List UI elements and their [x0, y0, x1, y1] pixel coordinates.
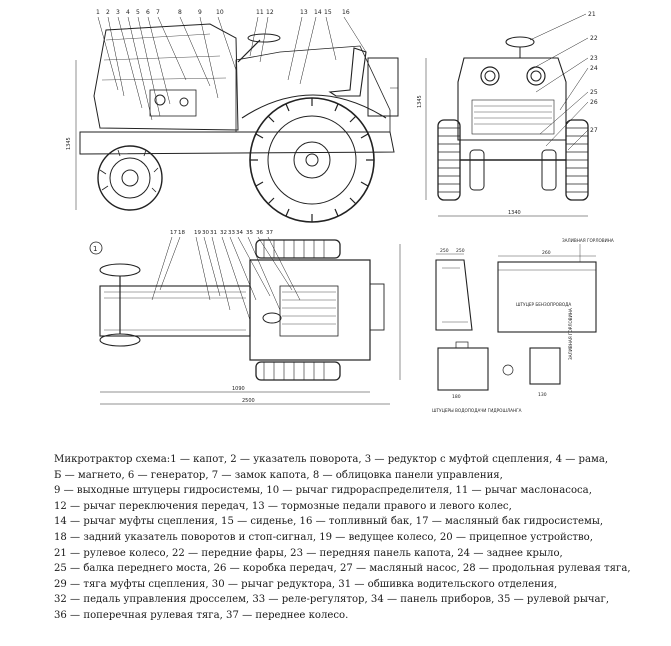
side-leaders — [97, 16, 367, 121]
tank-dim-e: 130 — [538, 392, 547, 398]
callout-6: 6 — [146, 9, 150, 16]
legend-line: 21 — рулевое колесо, 22 — передние фары,… — [54, 547, 563, 559]
callout-11: 11 — [256, 9, 264, 16]
tank-side — [435, 259, 473, 331]
tractor-diagram: 1 2 3 4 5 6 7 8 9 10 11 12 13 14 15 16 — [60, 0, 620, 446]
top-view: 1 17 18 19 30 31 32 33 34 35 36 37 — [89, 230, 401, 405]
callout-5: 5 — [136, 9, 140, 16]
tank-label-fitting: ШТУЦЕР БЕНЗОПРОВОДА — [516, 302, 571, 307]
callout-21: 21 — [588, 11, 596, 18]
tank-label-filler: ЗАЛИВНАЯ ГОРЛОВИНА — [562, 238, 614, 243]
tank-dim-c: 260 — [542, 250, 551, 256]
callout-32: 32 — [220, 230, 227, 236]
legend: Микротрактор схема:1 — капот, 2 — указат… — [54, 452, 654, 624]
top-body — [249, 259, 371, 361]
legend-line: 32 — педаль управления дросселем, 33 — р… — [54, 594, 610, 606]
dim-front-width: 1340 — [508, 210, 521, 216]
callout-27: 27 — [590, 127, 598, 134]
top-callouts: 17 18 19 30 31 32 33 34 35 36 37 — [170, 230, 273, 236]
callout-31: 31 — [210, 230, 217, 236]
callout-8: 8 — [178, 9, 182, 16]
callout-25: 25 — [590, 89, 598, 96]
legend-line: 29 — тяга муфты сцепления, 30 — рычаг ре… — [54, 578, 558, 590]
front-callouts: 21 22 23 24 25 26 27 — [588, 11, 598, 134]
dim-total-length: 2500 — [242, 398, 255, 404]
tank-label-hydro: ШТУЦЕРЫ ВОДОПОДАЧИ ГИДРОШЛАНГА — [432, 408, 522, 413]
callout-34: 34 — [236, 230, 243, 236]
legend-line: 9 — выходные штуцеры гидросистемы, 10 — … — [54, 485, 592, 497]
callout-1: 1 — [96, 9, 100, 16]
callout-10: 10 — [216, 9, 224, 16]
callout-14: 14 — [314, 9, 322, 16]
callout-16: 16 — [342, 9, 350, 16]
oil-tank-front — [529, 347, 561, 385]
side-view: 1 2 3 4 5 6 7 8 9 10 11 12 13 14 15 16 — [66, 9, 399, 223]
front-hood — [457, 57, 567, 141]
callout-3: 3 — [116, 9, 120, 16]
callout-9: 9 — [198, 9, 202, 16]
dim-track: 1090 — [232, 386, 245, 392]
top-hood — [99, 285, 251, 337]
callout-37: 37 — [266, 230, 273, 236]
legend-line: 36 — поперечная рулевая тяга, 37 — перед… — [54, 609, 349, 621]
callout-26: 26 — [590, 99, 598, 106]
callout-22: 22 — [590, 35, 598, 42]
callout-30: 30 — [202, 230, 209, 236]
view-mark: 1 — [93, 245, 97, 253]
callout-33: 33 — [228, 230, 235, 236]
legend-line: 12 — рычаг переключения передач, 13 — то… — [54, 500, 512, 512]
front-view: 21 22 23 24 25 26 27 — [417, 11, 598, 217]
callout-12: 12 — [266, 9, 274, 16]
tank-dim-b: 250 — [456, 248, 465, 254]
legend-line: 25 — балка переднего моста, 26 — коробка… — [54, 563, 631, 575]
frame — [79, 131, 395, 155]
tank-details: 250 250 ШТУЦЕР БЕНЗОПРОВОДА 260 ЗАЛИВНАЯ… — [432, 238, 614, 413]
callout-2: 2 — [106, 9, 110, 16]
callout-4: 4 — [126, 9, 130, 16]
callout-7: 7 — [156, 9, 160, 16]
oil-tank-side — [437, 347, 489, 391]
legend-line: 18 — задний указатель поворотов и стоп-с… — [54, 531, 593, 543]
headlight-right — [526, 66, 546, 86]
tank-label-filler-2: ЗАЛИВНАЯ ГОРЛОВИНА — [568, 308, 573, 360]
seat — [328, 47, 367, 97]
callout-23: 23 — [590, 55, 598, 62]
dim-height-side: 1345 — [66, 137, 72, 150]
dim-height-front: 1345 — [417, 95, 423, 108]
callout-13: 13 — [300, 9, 308, 16]
legend-line: Б — магнето, 6 — генератор, 7 — замок ка… — [54, 469, 503, 481]
callout-36: 36 — [256, 230, 263, 236]
headlight-left — [480, 66, 500, 86]
hood — [93, 23, 239, 131]
side-callouts: 1 2 3 4 5 6 7 8 9 10 11 12 13 14 15 16 — [96, 9, 350, 16]
callout-19: 19 — [194, 230, 201, 236]
fuel-tank — [367, 57, 399, 117]
callout-24: 24 — [590, 65, 598, 72]
callout-18: 18 — [178, 230, 185, 236]
callout-17: 17 — [170, 230, 177, 236]
rear-wheel — [249, 97, 375, 223]
legend-line: Микротрактор схема:1 — капот, 2 — указат… — [54, 454, 609, 465]
callout-15: 15 — [324, 9, 332, 16]
tank-dim-a: 250 — [440, 248, 449, 254]
legend-line: 14 — рычаг муфты сцепления, 15 — сиденье… — [54, 516, 604, 528]
front-wheel — [97, 145, 163, 211]
callout-35: 35 — [246, 230, 253, 236]
tank-dim-d: 180 — [452, 394, 461, 400]
tank-front — [497, 261, 597, 333]
